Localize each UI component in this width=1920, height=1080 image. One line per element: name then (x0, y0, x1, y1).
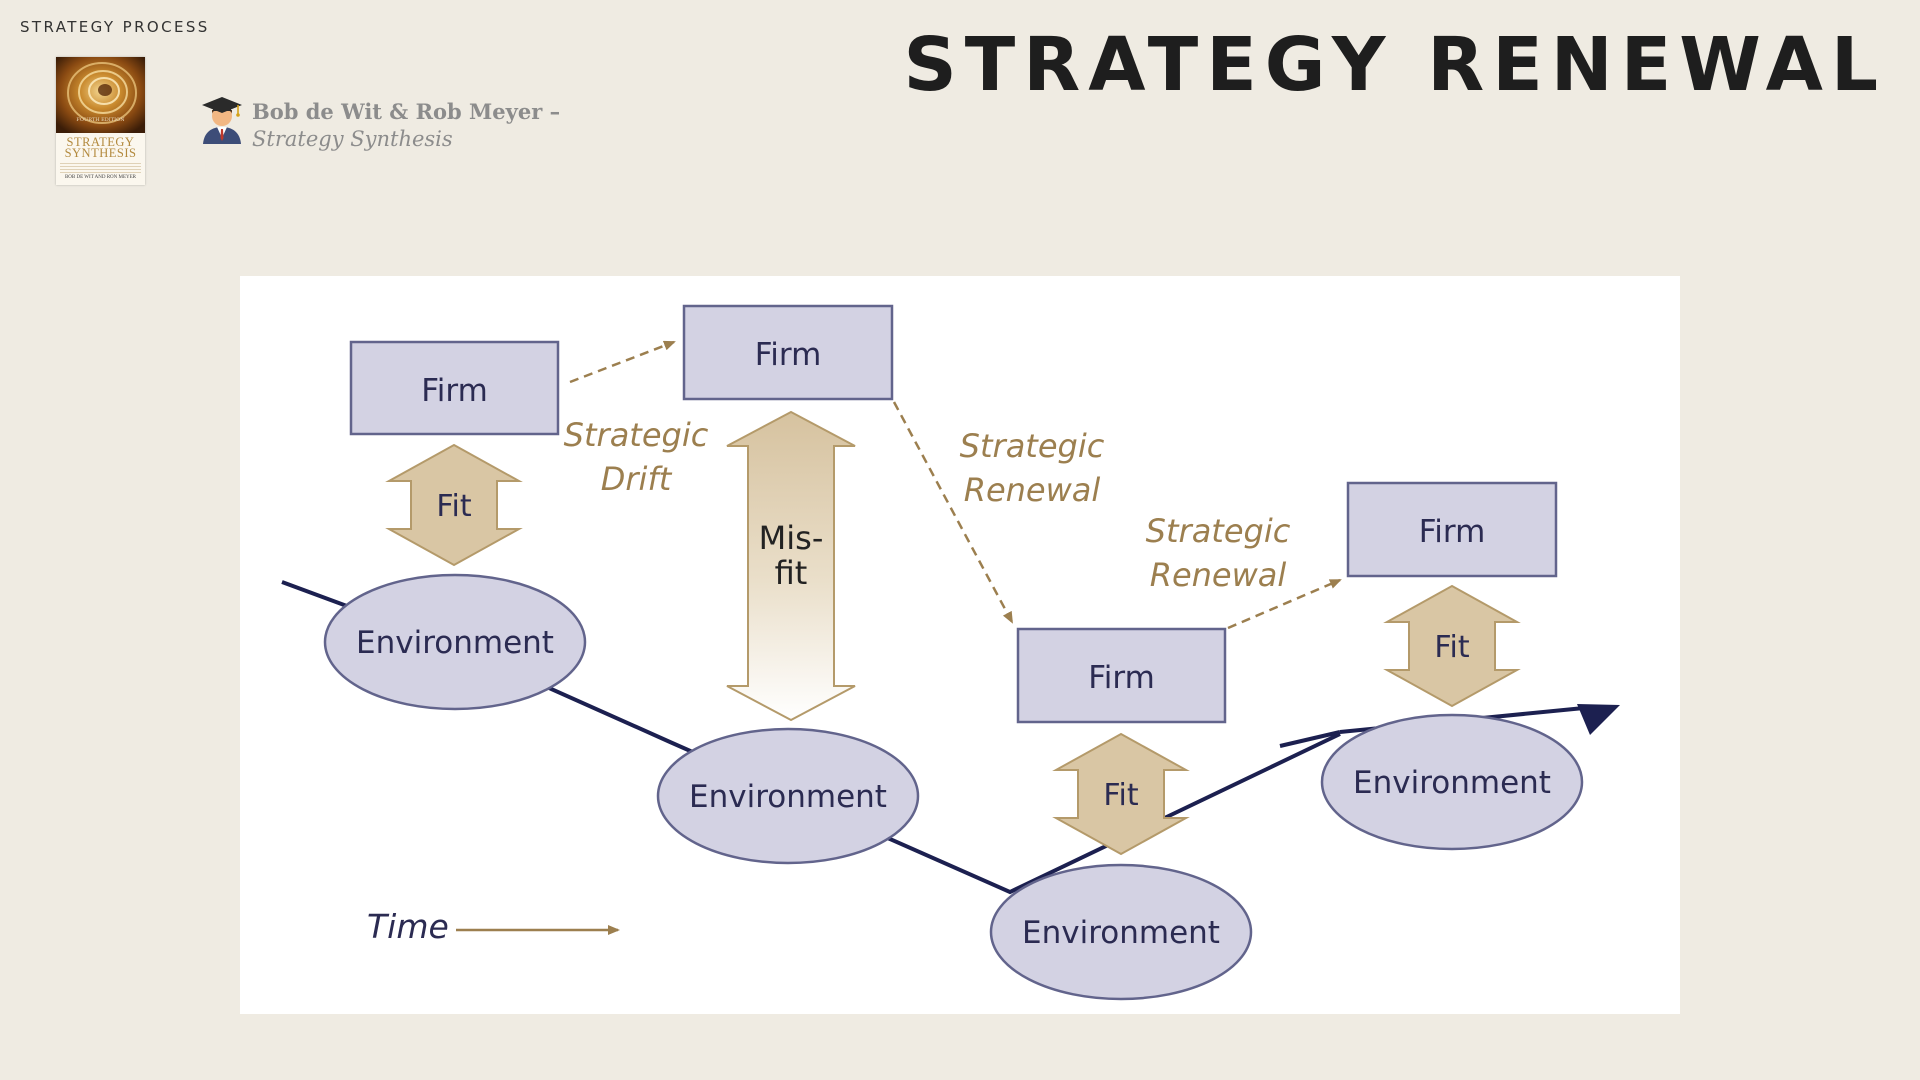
strategic-renewal-label: Strategic Renewal (960, 427, 1105, 509)
firm-box: Firm (1016, 627, 1227, 724)
firm-box: Firm (682, 304, 894, 401)
svg-text:Firm: Firm (755, 337, 822, 373)
time-label: Time (367, 907, 449, 946)
svg-text:Firm: Firm (421, 373, 488, 409)
svg-text:Environment: Environment (689, 779, 887, 815)
misfit-arrow: Mis- fit (726, 410, 856, 722)
trend-arrowhead (1577, 704, 1620, 735)
svg-text:Environment: Environment (1353, 765, 1551, 801)
renewal-arrow (1227, 578, 1342, 630)
page-title: STRATEGY RENEWAL (903, 22, 1886, 108)
svg-text:Renewal: Renewal (1150, 556, 1287, 594)
book-cover-image: FOURTH EDITION STRATEGY SYNTHESIS BOB DE… (56, 57, 145, 185)
author-credit: Bob de Wit & Rob Meyer – (252, 99, 561, 124)
strategic-renewal-label: Strategic Renewal (1146, 512, 1291, 594)
environment-node: Environment (1320, 713, 1584, 851)
svg-text:Environment: Environment (356, 625, 554, 661)
strategy-renewal-diagram: Firm Firm Firm Firm Fit Fit (240, 276, 1680, 1014)
firm-box: Firm (349, 340, 560, 436)
svg-text:Firm: Firm (1419, 514, 1486, 550)
environment-node: Environment (989, 863, 1253, 1001)
fit-arrow: Fit (385, 443, 523, 567)
svg-text:Fit: Fit (1103, 778, 1138, 813)
svg-text:Environment: Environment (1022, 915, 1220, 951)
strategic-drift-label: Strategic Drift (564, 416, 709, 498)
book-title: STRATEGY SYNTHESIS (64, 135, 137, 160)
svg-text:Mis-: Mis- (759, 519, 824, 557)
svg-text:Drift: Drift (601, 460, 673, 498)
book-authors: BOB DE WIT AND RON MEYER (64, 175, 137, 180)
book-credit-title: Strategy Synthesis (252, 127, 453, 151)
section-label: STRATEGY PROCESS (20, 18, 210, 36)
svg-text:Fit: Fit (1434, 630, 1469, 665)
fit-arrow: Fit (1052, 732, 1190, 856)
svg-text:Fit: Fit (436, 489, 471, 524)
svg-text:Firm: Firm (1088, 660, 1155, 696)
book-edition: FOURTH EDITION (76, 117, 125, 123)
drift-arrow (569, 340, 676, 384)
spiral-staircase-art (56, 57, 145, 133)
svg-text:fit: fit (775, 554, 808, 592)
graduate-icon (202, 97, 242, 144)
fit-arrow: Fit (1383, 584, 1521, 708)
environment-node: Environment (323, 573, 587, 711)
book-subtitle-lines (60, 163, 141, 173)
svg-text:Strategic: Strategic (960, 427, 1105, 465)
firm-box: Firm (1346, 481, 1558, 578)
environment-node: Environment (656, 727, 920, 865)
svg-text:Strategic: Strategic (1146, 512, 1291, 550)
renewal-arrow (892, 401, 1014, 624)
svg-text:Renewal: Renewal (964, 471, 1101, 509)
svg-text:Strategic: Strategic (564, 416, 709, 454)
